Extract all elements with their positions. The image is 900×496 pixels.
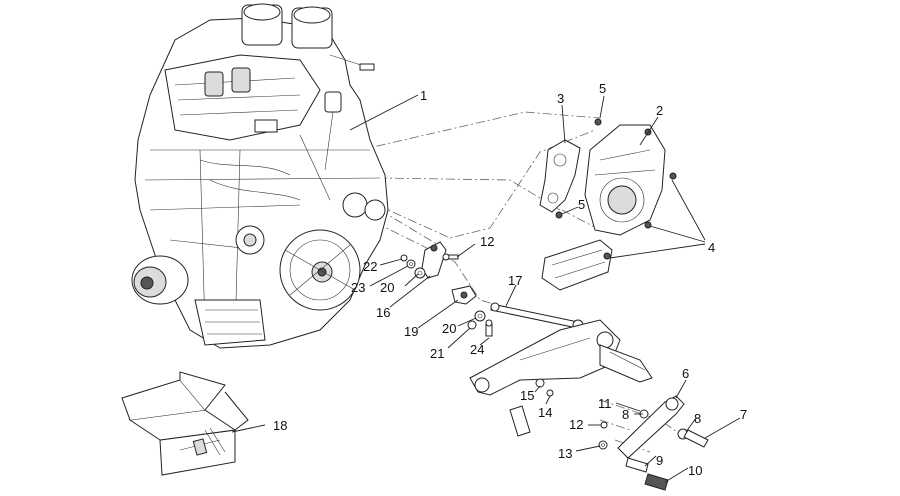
callout-19: 19 bbox=[404, 324, 418, 339]
callout-1: 1 bbox=[420, 88, 427, 103]
leader-lines bbox=[231, 94, 741, 483]
callout-11: 11 bbox=[598, 396, 612, 411]
callout-22: 22 bbox=[363, 259, 377, 274]
callout-labels: 1 2 3 4 5 5 6 7 8 8 9 10 11 12 12 13 14 … bbox=[273, 81, 747, 478]
callout-12-top: 12 bbox=[480, 234, 494, 249]
callout-16: 16 bbox=[376, 305, 390, 320]
callout-21: 21 bbox=[430, 346, 444, 361]
sprocket-cover bbox=[584, 124, 666, 236]
cover-bracket bbox=[539, 139, 581, 213]
callout-2: 2 bbox=[656, 103, 663, 118]
cover-screws bbox=[555, 118, 677, 260]
engine-assembly bbox=[131, 3, 389, 349]
callout-10: 10 bbox=[688, 463, 702, 478]
footrest-bracket bbox=[469, 319, 653, 437]
callout-8-left: 8 bbox=[622, 407, 629, 422]
chain-guard bbox=[541, 239, 613, 291]
callout-15: 15 bbox=[520, 388, 534, 403]
callout-4: 4 bbox=[708, 240, 715, 255]
callout-20-bottom: 20 bbox=[442, 321, 456, 336]
callout-12-bottom: 12 bbox=[569, 417, 583, 432]
callout-13: 13 bbox=[558, 446, 572, 461]
gear-shift-lever bbox=[598, 395, 709, 491]
callout-5-bracket: 5 bbox=[578, 197, 585, 212]
throttle-bodies bbox=[241, 3, 375, 71]
callout-17: 17 bbox=[508, 273, 522, 288]
callout-3: 3 bbox=[557, 91, 564, 106]
callout-7: 7 bbox=[740, 407, 747, 422]
callout-8-right: 8 bbox=[694, 411, 701, 426]
callout-20-top: 20 bbox=[380, 280, 394, 295]
callout-5-top: 5 bbox=[599, 81, 606, 96]
callout-6: 6 bbox=[682, 366, 689, 381]
callout-9: 9 bbox=[656, 453, 663, 468]
callout-23: 23 bbox=[351, 280, 365, 295]
oil-filter bbox=[131, 255, 189, 305]
callout-14: 14 bbox=[538, 405, 552, 420]
callout-24: 24 bbox=[470, 342, 484, 357]
side-cover bbox=[279, 229, 361, 311]
callout-18: 18 bbox=[273, 418, 287, 433]
kit-box bbox=[121, 371, 249, 476]
